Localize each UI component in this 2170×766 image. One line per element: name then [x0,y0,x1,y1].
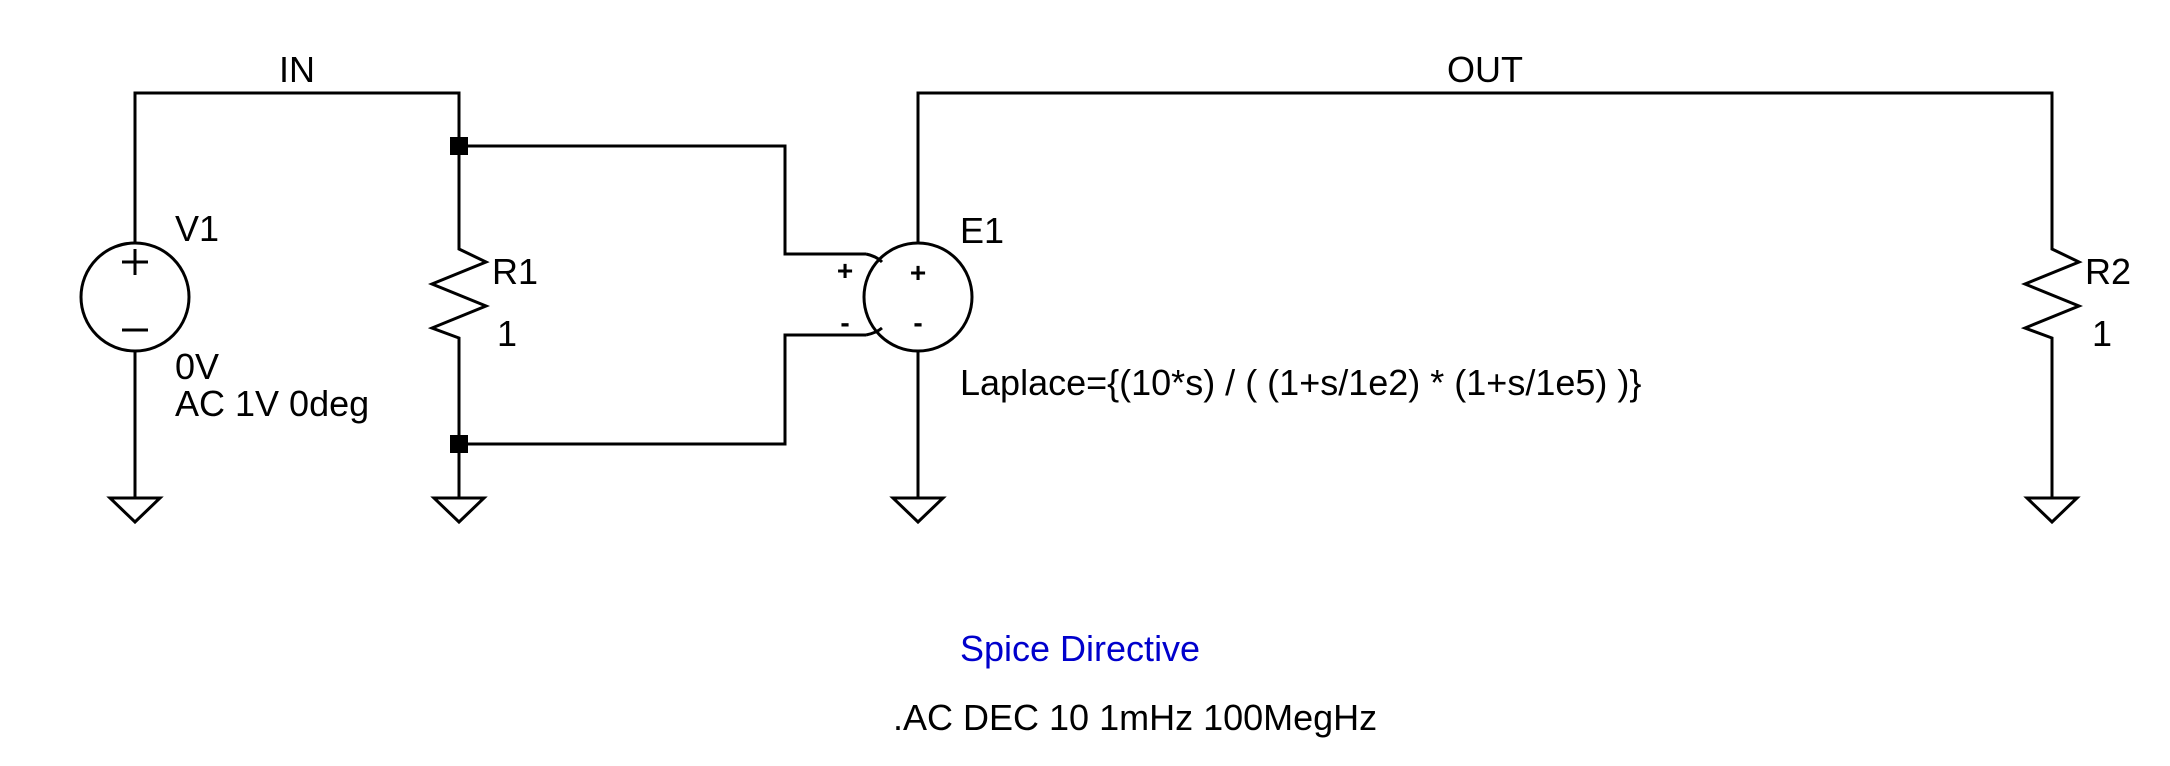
ground-icon [106,496,164,525]
net-label-in[interactable]: IN [279,49,315,90]
ground-r1[interactable] [430,496,488,525]
wire-out-net[interactable] [916,91,2054,243]
spice-directive-command[interactable]: .AC DEC 10 1mHz 100MegHz [893,697,1377,738]
wire-in-net[interactable] [133,91,461,236]
ground-icon [889,496,947,525]
wire-r1-top-to-e1-ctrl-plus[interactable] [459,144,866,256]
ground-icon [2023,496,2081,525]
r2-value: 1 [2092,313,2112,354]
ground-r2[interactable] [2023,496,2081,525]
vcvs-e1[interactable]: + - + - E1 Laplace={(10*s) / ( (1+s/1e2)… [837,210,1642,403]
spice-directive-header: Spice Directive [960,628,1200,669]
junction-r1-top [450,137,468,155]
voltage-source-v1[interactable]: V1 0V AC 1V 0deg [79,208,369,424]
resistor-icon [427,236,490,350]
voltage-source-icon [79,236,191,353]
r2-name: R2 [2085,251,2131,292]
e1-expression[interactable]: Laplace={(10*s) / ( (1+s/1e2) * (1+s/1e5… [960,362,1641,403]
e1-ctrl-minus: - [840,307,849,338]
spice-directive[interactable]: Spice Directive .AC DEC 10 1mHz 100MegHz [893,628,1377,738]
ground-v1[interactable] [106,496,164,525]
junction-r1-bottom [450,435,468,453]
r1-value: 1 [497,313,517,354]
v1-ac-value: AC 1V 0deg [175,383,369,424]
r1-name: R1 [492,251,538,292]
wire-r1-bottom-to-e1-ctrl-minus[interactable] [459,333,866,446]
resistor-r2[interactable]: R2 1 [2020,236,2131,354]
e1-ctrl-plus: + [837,255,853,286]
vcvs-source-icon [862,241,974,353]
resistor-r1[interactable]: R1 1 [427,236,538,354]
e1-name: E1 [960,210,1004,251]
ground-icon [430,496,488,525]
resistor-icon [2020,236,2083,350]
ground-e1[interactable] [889,496,947,525]
v1-dc-value: 0V [175,346,219,387]
e1-out-plus: + [910,257,926,288]
e1-out-minus: - [913,307,922,338]
wires [133,91,2054,498]
v1-name: V1 [175,208,219,249]
net-label-out[interactable]: OUT [1447,49,1523,90]
